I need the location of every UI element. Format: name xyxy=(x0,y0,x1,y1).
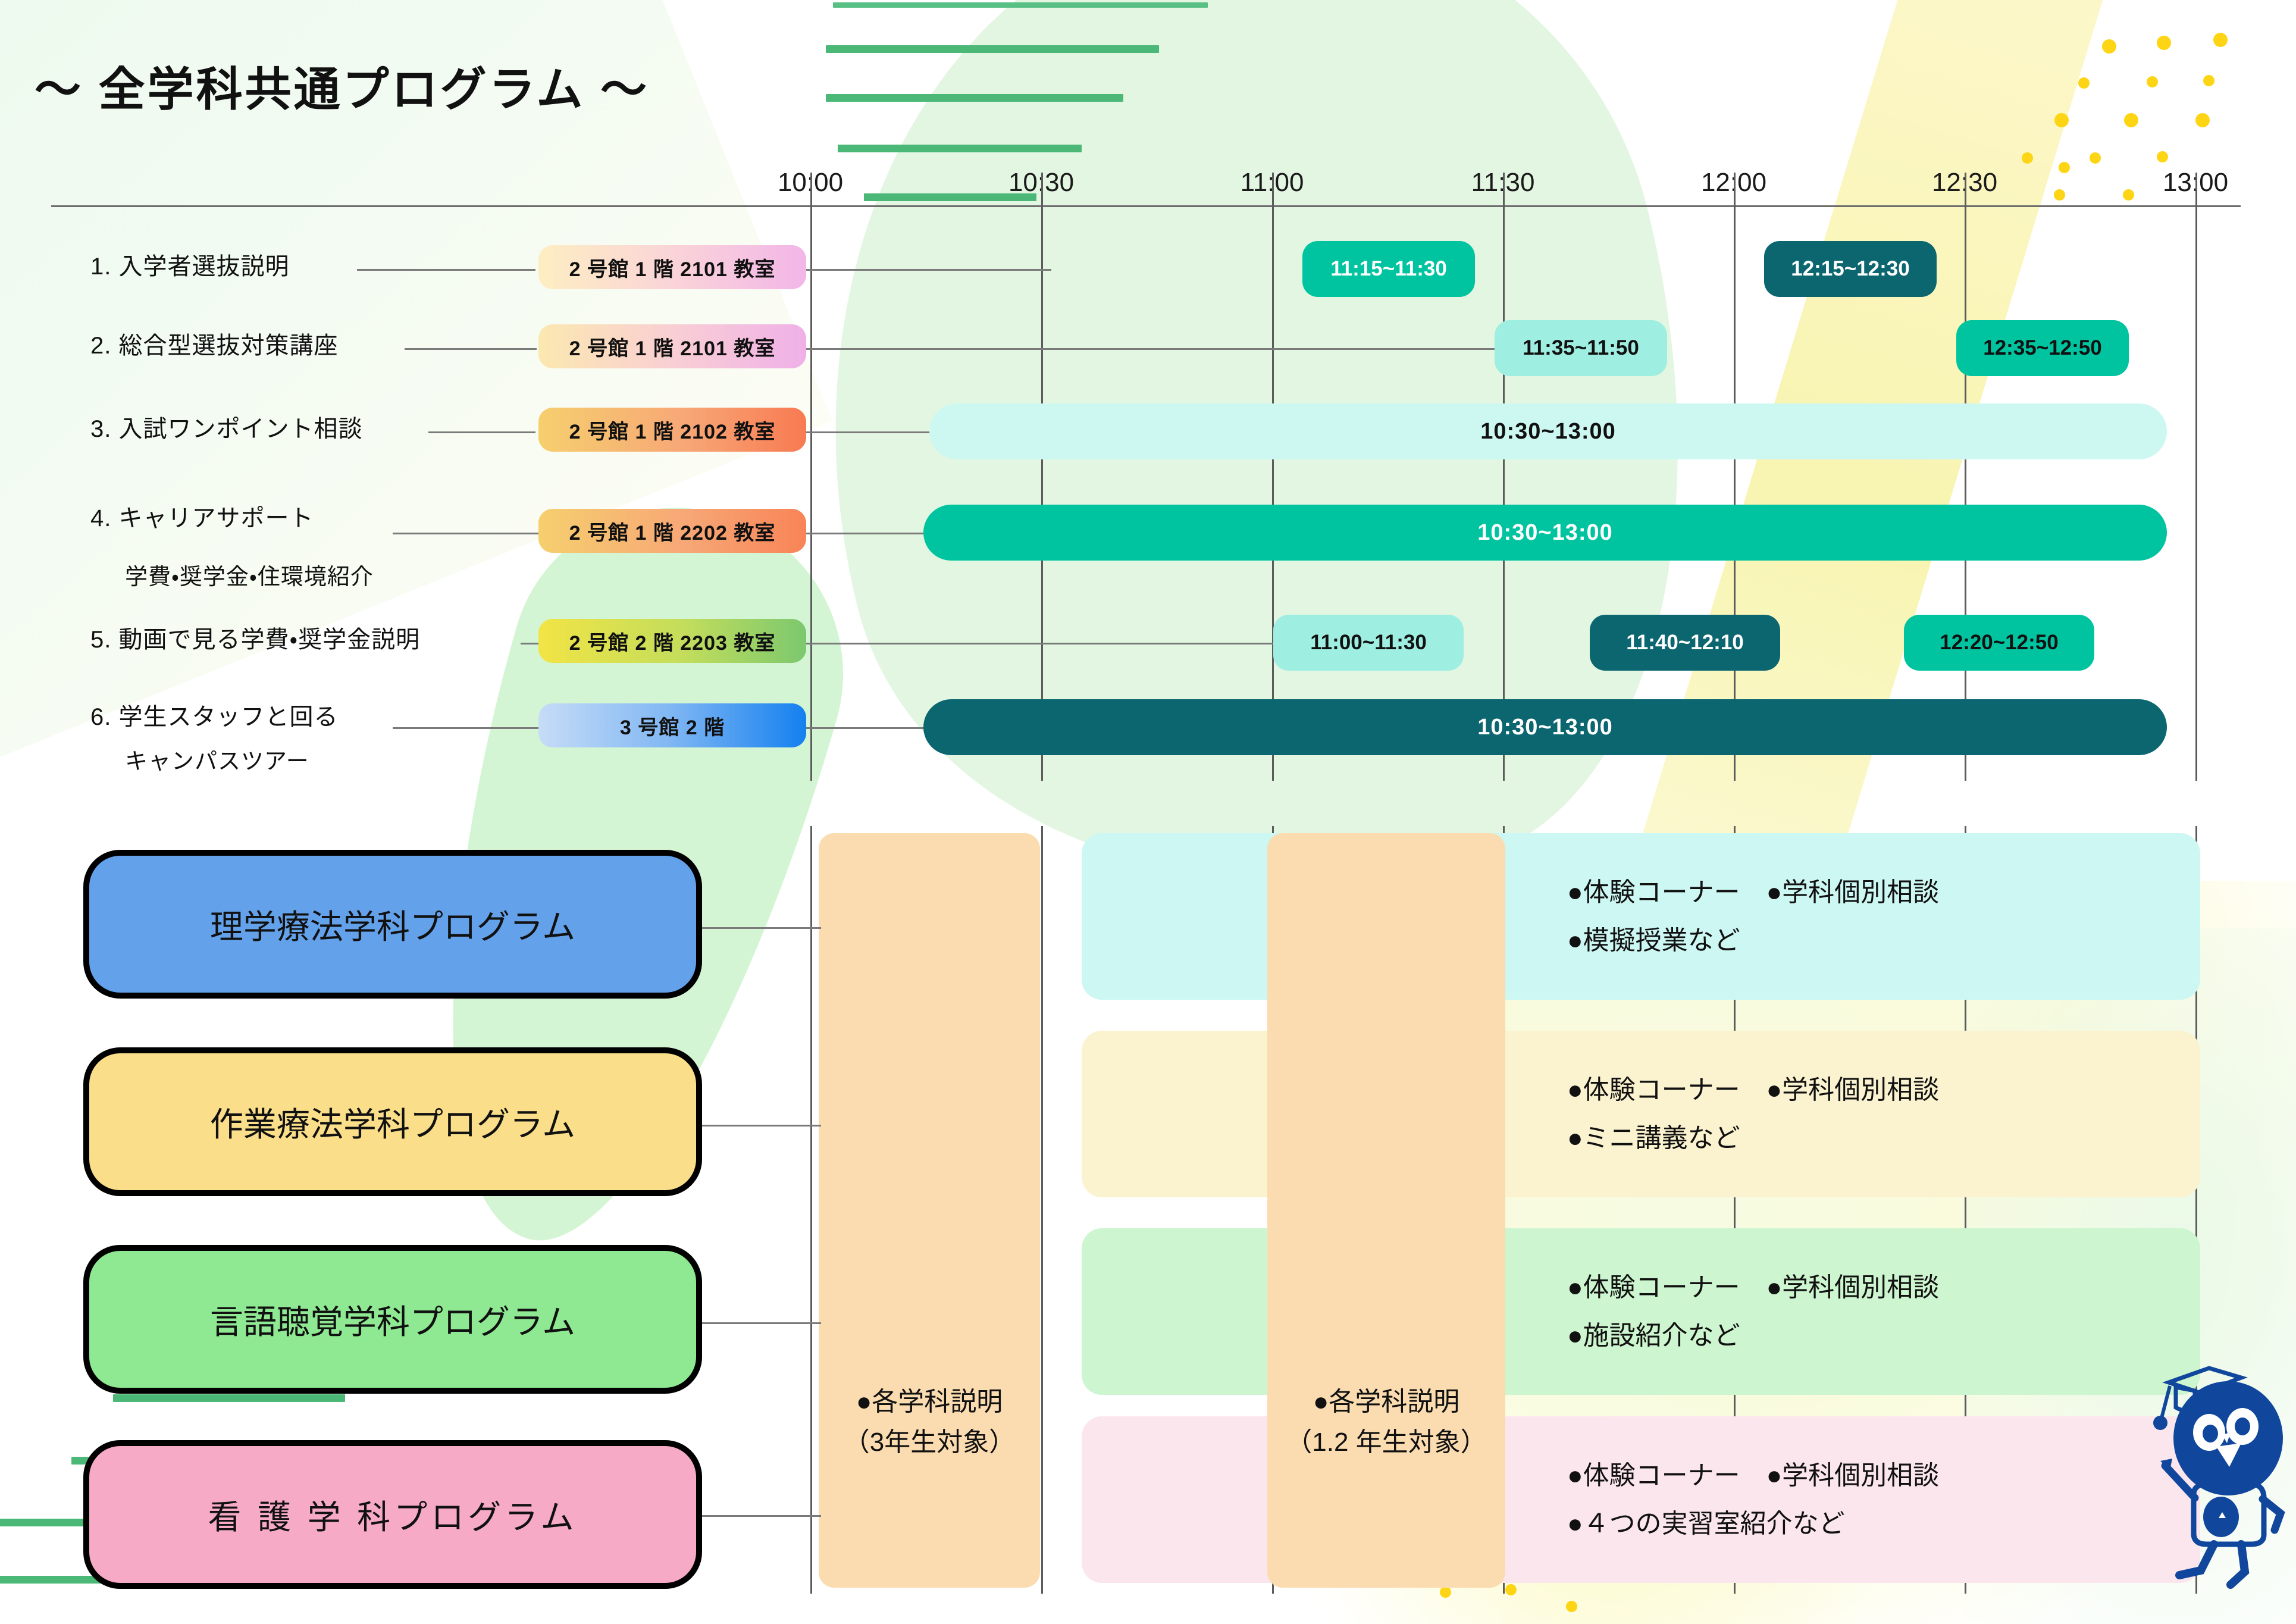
row-label-2: 2. 総合型選抜対策講座 xyxy=(90,333,339,359)
row-label-6: 6. 学生スタッフと回る xyxy=(90,704,339,730)
room-badge-1: 2 号館 1 階 2101 教室 xyxy=(538,245,806,289)
dot-decor xyxy=(2124,113,2138,127)
dot-decor xyxy=(2054,113,2069,127)
gridline-lower xyxy=(1041,826,1043,1594)
row-leader-line xyxy=(393,533,538,534)
page-title: ～ 全学科共通プログラム ～ xyxy=(35,63,650,115)
dept-band-ot: ●体験コーナー ●学科個別相談 ●ミニ講義など xyxy=(1082,1031,2200,1197)
timeline-bar[interactable]: 10:30~13:00 xyxy=(923,505,2167,561)
timeline-block[interactable]: 11:00~11:30 xyxy=(1273,615,1464,671)
gridline xyxy=(810,173,812,781)
timeline-block[interactable]: 12:35~12:50 xyxy=(1956,320,2129,376)
stripe-decor xyxy=(826,94,1123,102)
row-leader-line-right xyxy=(806,269,1051,271)
dot-decor xyxy=(2147,76,2158,87)
room-badge-3: 2 号館 1 階 2102 教室 xyxy=(538,408,806,452)
explain-column-text: ●各学科説明 （1.2 年生対象） xyxy=(1286,1387,1487,1457)
dept-leader-line xyxy=(702,1125,821,1127)
row-leader-line xyxy=(521,643,541,644)
timeline-block[interactable]: 12:20~12:50 xyxy=(1904,615,2094,671)
row-label-1: 1. 入学者選抜説明 xyxy=(90,254,290,280)
row-sublabel-4: 学費・奨学金・住環境紹介 xyxy=(125,565,374,590)
dept-button-label: 作業療法学科プログラム xyxy=(209,1105,576,1143)
gridline-lower xyxy=(2195,826,2197,1594)
stripe-decor xyxy=(113,1394,345,1402)
row-sublabel-6: キャンパスツアー xyxy=(125,749,309,774)
dot-decor xyxy=(2078,77,2090,89)
dept-band-st: ●体験コーナー ●学科個別相談 ●施設紹介など xyxy=(1082,1228,2200,1395)
dept-content-pt: ●体験コーナー ●学科個別相談 ●模擬授業など xyxy=(1567,877,1940,955)
dot-decor xyxy=(2203,75,2214,86)
room-badge-2: 2 号館 1 階 2101 教室 xyxy=(538,324,806,368)
mascot-character-icon xyxy=(2153,1366,2285,1589)
dot-decor xyxy=(2213,33,2228,47)
row-label-4: 4. キャリアサポート xyxy=(90,505,314,531)
dot-decor xyxy=(2157,36,2171,50)
timeline-block[interactable]: 11:15~11:30 xyxy=(1302,241,1475,297)
gridline xyxy=(1965,173,1966,781)
dept-band-pt: ●体験コーナー ●学科個別相談 ●模擬授業など xyxy=(1082,833,2200,1000)
gridline xyxy=(1734,173,1736,781)
dot-decor xyxy=(1566,1601,1577,1612)
dept-button-label: 理学療法学科プログラム xyxy=(209,908,576,946)
row-leader-line-right xyxy=(806,348,1496,350)
dept-button-nursing[interactable]: 看 護 学 科プログラム xyxy=(83,1440,702,1589)
dot-decor xyxy=(2195,113,2210,127)
timeline-block[interactable]: 11:40~12:10 xyxy=(1590,615,1780,671)
timeline-tick-labels: 10:00 10:30 11:00 11:30 12:00 12:30 13:0… xyxy=(778,168,2228,204)
row-leader-line xyxy=(405,348,537,350)
dot-decor xyxy=(2090,152,2101,164)
dept-leader-line xyxy=(702,927,821,929)
gridline-lower xyxy=(1965,826,1966,1594)
stripe-decor xyxy=(838,145,1082,152)
row-leader-line-right xyxy=(806,643,1276,644)
dot-decor xyxy=(2102,39,2116,54)
stripe-decor xyxy=(833,2,1208,8)
dept-button-occupational-therapy[interactable]: 作業療法学科プログラム xyxy=(83,1047,702,1196)
gridline-lower xyxy=(810,826,812,1594)
row-leader-line xyxy=(357,269,535,271)
dept-button-speech-hearing[interactable]: 言語聴覚学科プログラム xyxy=(83,1245,702,1394)
row-label-5: 5. 動画で見る学費・奨学金説明 xyxy=(90,627,421,653)
dot-decor xyxy=(2022,152,2033,164)
dept-content-ns: ●体験コーナー ●学科個別相談 ●４つの実習室紹介など xyxy=(1567,1460,1940,1538)
dept-button-physical-therapy[interactable]: 理学療法学科プログラム xyxy=(83,850,702,999)
explain-column-3rd-year[interactable]: ●各学科説明 （3年生対象） xyxy=(819,833,1040,1588)
explain-column-text: ●各学科説明 （3年生対象） xyxy=(843,1387,1016,1457)
room-badge-5: 2 号館 2 階 2203 教室 xyxy=(538,619,806,663)
dot-decor xyxy=(2157,151,2168,162)
dept-leader-line xyxy=(702,1322,821,1324)
room-badge-6: 3 号館 2 階 xyxy=(538,703,806,747)
timeline-block[interactable]: 11:35~11:50 xyxy=(1495,320,1667,376)
dept-content-ot: ●体験コーナー ●学科個別相談 ●ミニ講義など xyxy=(1567,1075,1940,1153)
gridline-lower xyxy=(1734,826,1736,1594)
row-label-3: 3. 入試ワンポイント相談 xyxy=(90,416,363,442)
dept-band-ns: ●体験コーナー ●学科個別相談 ●４つの実習室紹介など xyxy=(1082,1416,2200,1583)
row-leader-line-right xyxy=(806,533,925,534)
dept-leader-line xyxy=(702,1515,821,1517)
gridline xyxy=(2195,173,2197,781)
row-leader-line xyxy=(428,431,535,433)
dot-decor xyxy=(1440,1587,1451,1598)
explain-column-1-2-year[interactable]: ●各学科説明 （1.2 年生対象） xyxy=(1267,833,1505,1588)
gridline xyxy=(1272,173,1274,781)
row-leader-line xyxy=(393,727,538,729)
timeline-bar[interactable]: 10:30~13:00 xyxy=(929,403,2167,459)
dept-button-label: 言語聴覚学科プログラム xyxy=(209,1303,576,1341)
row-leader-line-right xyxy=(806,431,931,433)
room-badge-4: 2 号館 1 階 2202 教室 xyxy=(538,509,806,553)
dot-decor xyxy=(1505,1584,1517,1595)
bg-gradient-top-left xyxy=(0,0,833,800)
stripe-decor xyxy=(826,45,1159,53)
timeline-bar[interactable]: 10:30~13:00 xyxy=(923,699,2167,755)
dept-content-st: ●体験コーナー ●学科個別相談 ●施設紹介など xyxy=(1567,1272,1940,1350)
timeline-axis-line xyxy=(51,205,2241,207)
gridline xyxy=(1041,173,1043,781)
timeline-block[interactable]: 12:15~12:30 xyxy=(1764,241,1937,297)
row-leader-line-right xyxy=(806,727,925,729)
gridline xyxy=(1503,173,1505,781)
dept-button-label: 看 護 学 科プログラム xyxy=(208,1498,578,1536)
